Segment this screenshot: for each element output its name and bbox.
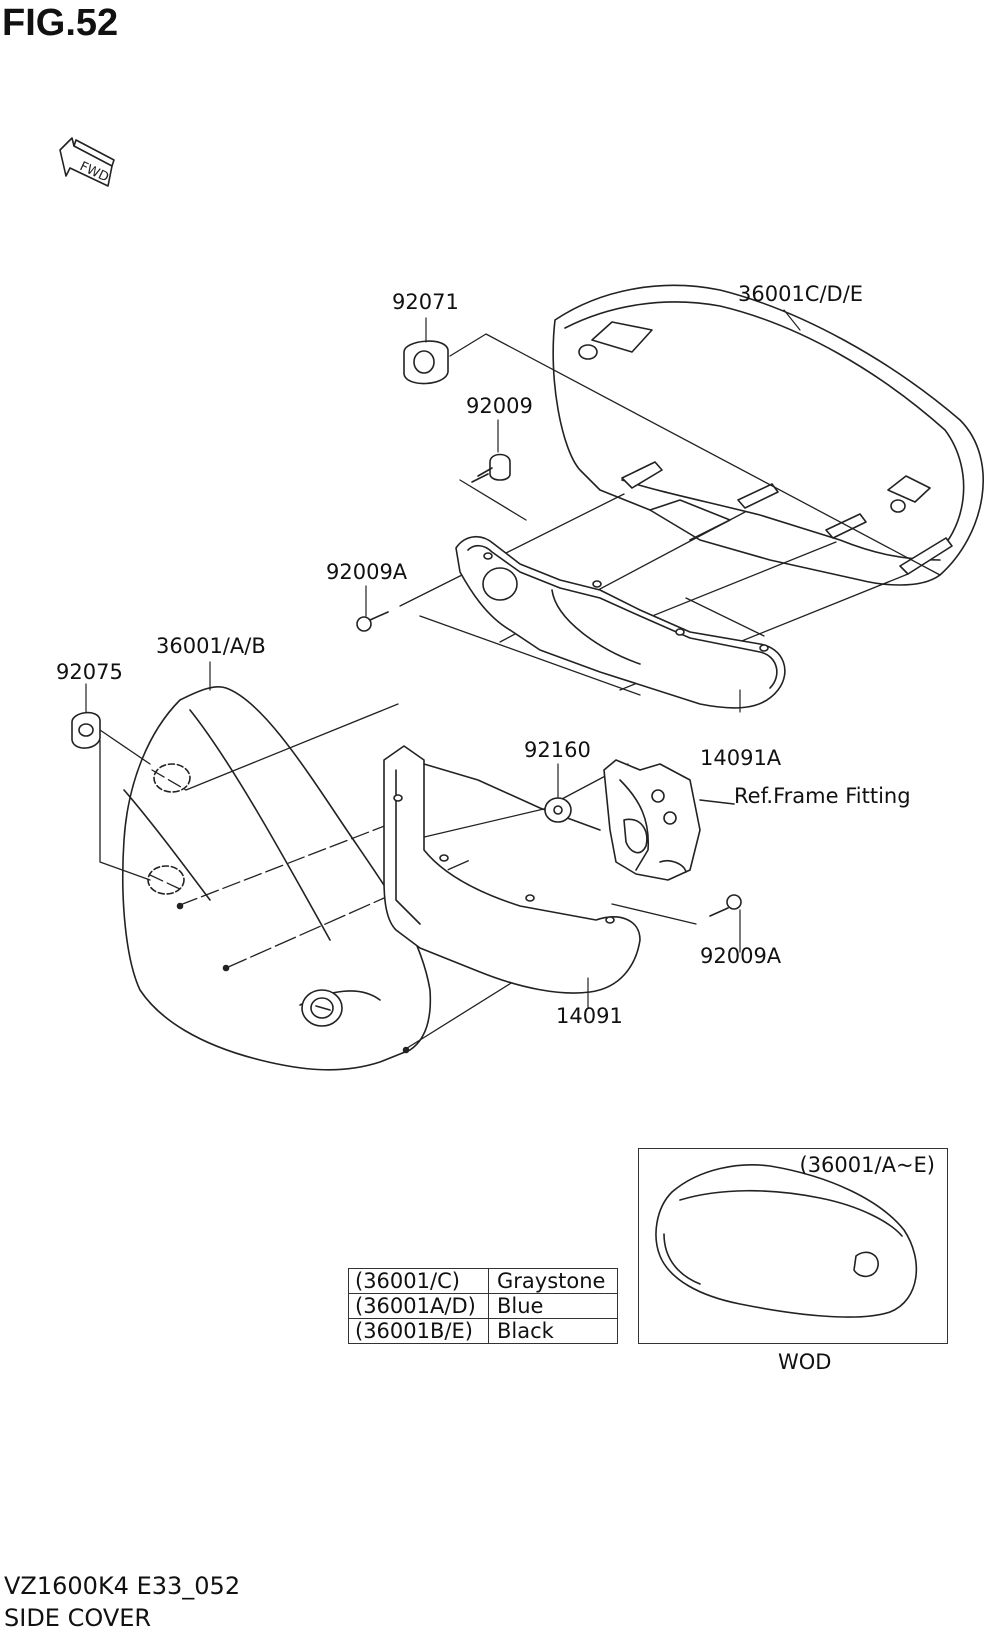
table-cell-code: (36001B/E) <box>348 1318 489 1344</box>
figure-title: FIG.52 <box>2 2 119 44</box>
callout-92075: 92075 <box>56 660 123 684</box>
grommet-92075 <box>71 711 101 749</box>
callout-36001ab: 36001/A/B <box>156 634 266 658</box>
section-name: SIDE COVER <box>4 1604 152 1632</box>
washer-92160 <box>544 797 572 823</box>
callout-ref-frame-fitting: Ref.Frame Fitting <box>734 784 911 808</box>
table-cell-color: Blue <box>488 1293 618 1319</box>
callout-14091a: 14091A <box>700 746 782 770</box>
table-cell-color: Graystone <box>488 1268 618 1294</box>
right-side-cover <box>552 284 984 586</box>
table-cell-code: (36001/C) <box>348 1268 489 1294</box>
table-row: (36001B/E) Black <box>348 1318 618 1344</box>
callout-92160: 92160 <box>524 738 591 762</box>
model-code: VZ1600K4 E33_052 <box>4 1572 241 1600</box>
bolt-92009 <box>471 453 511 483</box>
screw-92009a-top <box>356 611 389 632</box>
inset-label: (36001/A~E) <box>799 1153 936 1177</box>
left-side-cover <box>122 685 432 1071</box>
bracket-14091a <box>455 536 786 709</box>
callout-14091: 14091 <box>556 1004 623 1028</box>
table-row: (36001/C) Graystone <box>348 1268 618 1294</box>
label-leaders <box>85 309 801 1009</box>
grommet-92071 <box>403 340 449 385</box>
frame-fitting-bracket <box>603 759 735 881</box>
callout-92071: 92071 <box>392 290 459 314</box>
inset-caption: WOD <box>778 1350 832 1374</box>
callout-92009a-bottom: 92009A <box>700 944 782 968</box>
callout-92009: 92009 <box>466 394 533 418</box>
table-cell-code: (36001A/D) <box>348 1293 489 1319</box>
assembly-lines-upper <box>399 333 941 696</box>
color-code-table: (36001/C) Graystone (36001A/D) Blue (360… <box>348 1268 618 1344</box>
table-cell-color: Black <box>488 1318 618 1344</box>
inset-box: (36001/A~E) <box>638 1148 948 1344</box>
callout-92009a-top: 92009A <box>326 560 408 584</box>
bracket-14091 <box>383 745 641 994</box>
table-row: (36001A/D) Blue <box>348 1293 618 1319</box>
screw-92009a-bottom <box>709 894 742 917</box>
inset-cover-drawing <box>655 1164 918 1318</box>
callout-36001cde: 36001C/D/E <box>738 282 864 306</box>
fwd-arrow-icon: FWD <box>59 137 115 187</box>
